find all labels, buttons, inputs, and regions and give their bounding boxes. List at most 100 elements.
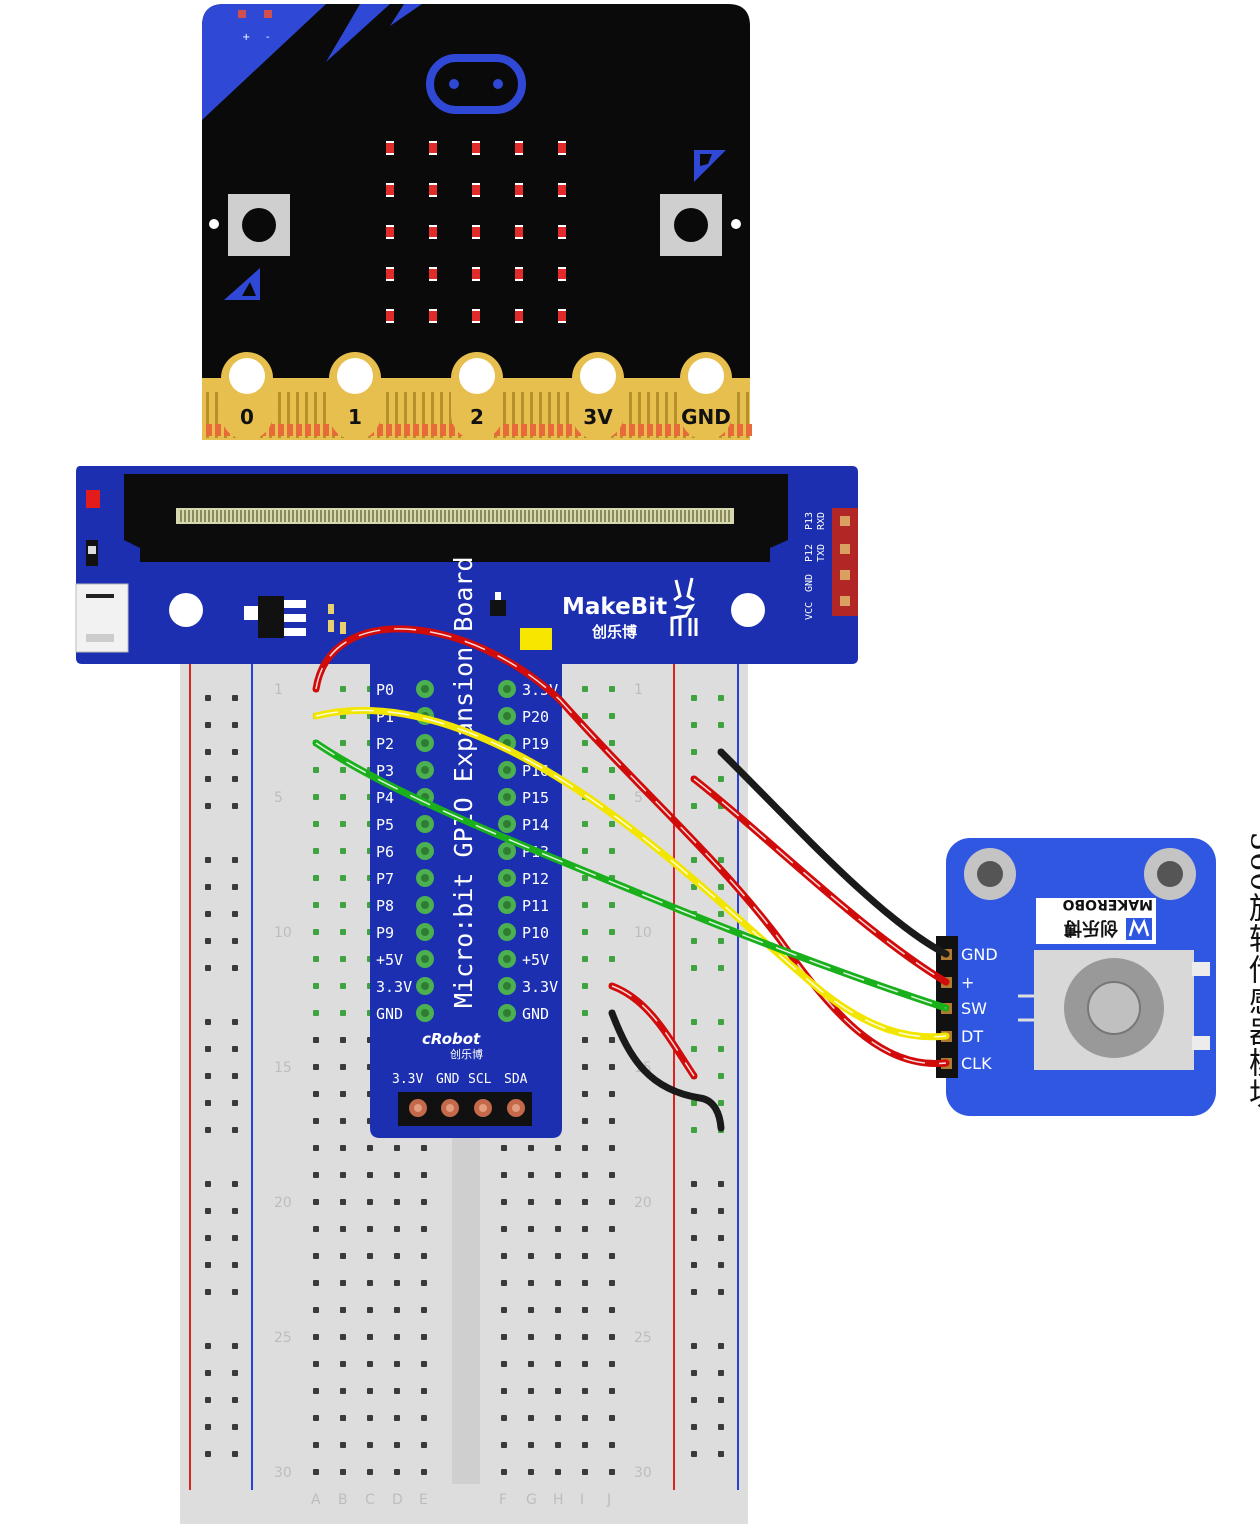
rail-hole[interactable] [232, 695, 238, 701]
breadboard-hole[interactable] [555, 1307, 561, 1313]
rail-hole[interactable] [718, 1262, 724, 1268]
breadboard-hole[interactable] [501, 1253, 507, 1259]
breadboard-hole[interactable] [313, 1226, 319, 1232]
rail-hole[interactable] [205, 1019, 211, 1025]
breadboard-hole[interactable] [582, 1091, 588, 1097]
breadboard-hole[interactable] [340, 1415, 346, 1421]
breadboard-hole[interactable] [313, 1469, 319, 1475]
rail-hole[interactable] [232, 1073, 238, 1079]
breadboard-hole[interactable] [582, 956, 588, 962]
breadboard-hole[interactable] [313, 1010, 319, 1016]
breadboard-hole[interactable] [582, 875, 588, 881]
breadboard-hole[interactable] [609, 956, 615, 962]
rail-hole[interactable] [232, 722, 238, 728]
rail-hole[interactable] [205, 1100, 211, 1106]
breadboard-hole[interactable] [609, 794, 615, 800]
rail-hole[interactable] [205, 1343, 211, 1349]
rail-hole[interactable] [718, 1451, 724, 1457]
rail-hole[interactable] [691, 1343, 697, 1349]
rail-hole[interactable] [232, 1019, 238, 1025]
breadboard-hole[interactable] [394, 1280, 400, 1286]
breadboard-hole[interactable] [394, 1388, 400, 1394]
breadboard-hole[interactable] [528, 1172, 534, 1178]
microbit-logo-icon[interactable] [426, 54, 526, 114]
breadboard-hole[interactable] [313, 875, 319, 881]
breadboard-hole[interactable] [313, 902, 319, 908]
breadboard-hole[interactable] [313, 821, 319, 827]
rail-hole[interactable] [232, 938, 238, 944]
breadboard-hole[interactable] [367, 1172, 373, 1178]
rail-hole[interactable] [232, 1451, 238, 1457]
breadboard-hole[interactable] [394, 1172, 400, 1178]
rail-hole[interactable] [205, 1127, 211, 1133]
breadboard-hole[interactable] [609, 1145, 615, 1151]
breadboard-hole[interactable] [340, 1064, 346, 1070]
rail-hole[interactable] [691, 1181, 697, 1187]
breadboard-hole[interactable] [582, 1037, 588, 1043]
breadboard-hole[interactable] [582, 1280, 588, 1286]
breadboard-hole[interactable] [501, 1442, 507, 1448]
breadboard-hole[interactable] [582, 821, 588, 827]
breadboard-hole[interactable] [340, 1388, 346, 1394]
breadboard-hole[interactable] [501, 1307, 507, 1313]
breadboard-hole[interactable] [582, 1172, 588, 1178]
breadboard-hole[interactable] [313, 767, 319, 773]
rail-hole[interactable] [232, 1100, 238, 1106]
rail-hole[interactable] [232, 1289, 238, 1295]
breadboard-hole[interactable] [582, 1118, 588, 1124]
breadboard-hole[interactable] [609, 1415, 615, 1421]
breadboard-hole[interactable] [609, 902, 615, 908]
rail-hole[interactable] [691, 1262, 697, 1268]
rail-hole[interactable] [691, 965, 697, 971]
rail-hole[interactable] [691, 1100, 697, 1106]
breadboard-hole[interactable] [609, 1388, 615, 1394]
breadboard-hole[interactable] [582, 929, 588, 935]
breadboard-hole[interactable] [528, 1253, 534, 1259]
breadboard-hole[interactable] [340, 1469, 346, 1475]
breadboard-hole[interactable] [340, 1010, 346, 1016]
rail-hole[interactable] [205, 776, 211, 782]
breadboard-hole[interactable] [367, 1415, 373, 1421]
breadboard-hole[interactable] [555, 1226, 561, 1232]
rail-hole[interactable] [205, 1289, 211, 1295]
rail-hole[interactable] [691, 1289, 697, 1295]
rail-hole[interactable] [232, 911, 238, 917]
encoder-knob[interactable] [1087, 981, 1141, 1035]
rail-hole[interactable] [205, 965, 211, 971]
rail-hole[interactable] [718, 1046, 724, 1052]
breadboard-hole[interactable] [501, 1334, 507, 1340]
wire-p2-to-sw[interactable] [312, 739, 950, 1012]
rail-hole[interactable] [232, 1370, 238, 1376]
rail-hole[interactable] [205, 1451, 211, 1457]
breadboard-hole[interactable] [313, 1361, 319, 1367]
rail-hole[interactable] [691, 722, 697, 728]
rail-hole[interactable] [205, 749, 211, 755]
breadboard-hole[interactable] [313, 1253, 319, 1259]
rail-hole[interactable] [718, 857, 724, 863]
rail-hole[interactable] [232, 749, 238, 755]
breadboard-hole[interactable] [367, 1307, 373, 1313]
breadboard-hole[interactable] [609, 1469, 615, 1475]
rail-hole[interactable] [232, 1181, 238, 1187]
breadboard-hole[interactable] [609, 686, 615, 692]
rail-hole[interactable] [718, 1208, 724, 1214]
breadboard-hole[interactable] [528, 1361, 534, 1367]
breadboard-hole[interactable] [555, 1334, 561, 1340]
rail-hole[interactable] [232, 776, 238, 782]
breadboard-hole[interactable] [582, 1010, 588, 1016]
breadboard-hole[interactable] [609, 740, 615, 746]
breadboard-hole[interactable] [501, 1388, 507, 1394]
breadboard-hole[interactable] [582, 1361, 588, 1367]
breadboard-hole[interactable] [421, 1415, 427, 1421]
breadboard-hole[interactable] [528, 1334, 534, 1340]
breadboard-hole[interactable] [394, 1307, 400, 1313]
rail-hole[interactable] [718, 911, 724, 917]
rail-hole[interactable] [718, 1235, 724, 1241]
breadboard-hole[interactable] [313, 956, 319, 962]
rail-hole[interactable] [718, 1370, 724, 1376]
breadboard-hole[interactable] [367, 1199, 373, 1205]
breadboard-hole[interactable] [582, 1253, 588, 1259]
breadboard-hole[interactable] [555, 1280, 561, 1286]
breadboard-hole[interactable] [528, 1307, 534, 1313]
breadboard-hole[interactable] [313, 1145, 319, 1151]
